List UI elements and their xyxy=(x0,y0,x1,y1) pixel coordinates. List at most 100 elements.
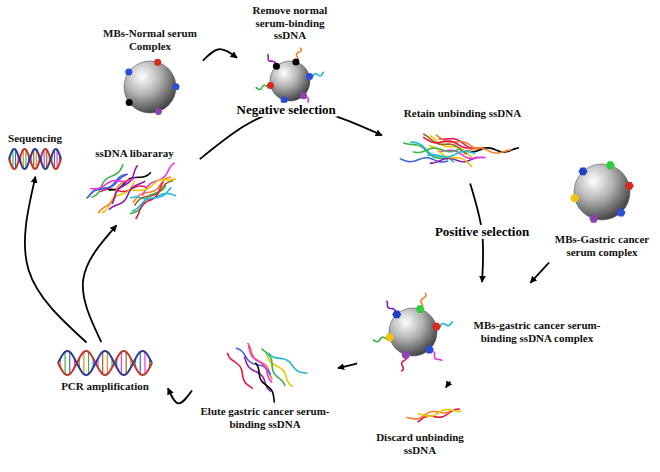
illustrated-step: Retain unbinding ssDNA xyxy=(385,105,540,181)
illustrated-step: Elute gastric cancer serum-binding ssDNA xyxy=(195,340,335,432)
step-illustration xyxy=(365,392,475,430)
ssdna-strand xyxy=(90,177,135,188)
step-illustration xyxy=(200,342,330,404)
base-pair xyxy=(102,352,103,374)
serum-protein xyxy=(172,83,179,90)
base-pair xyxy=(36,149,37,167)
base-pair xyxy=(12,149,13,167)
serum-protein xyxy=(392,310,401,318)
illustrated-step: MBs-gastric cancer serum-binding ssDNA c… xyxy=(360,285,610,379)
ssdna-strand xyxy=(427,151,475,157)
base-pair xyxy=(33,149,34,167)
magnetic-bead xyxy=(389,308,437,356)
magnetic-bead xyxy=(574,164,630,220)
cycle-arrow xyxy=(203,49,237,60)
step-illustration xyxy=(50,347,160,379)
step-illustration xyxy=(102,53,198,119)
base-pair xyxy=(121,352,122,374)
text-block: MBs-gastric cancer serum-binding ssDNA c… xyxy=(467,319,607,344)
serum-protein xyxy=(273,63,280,70)
base-pair xyxy=(64,352,65,374)
text-block: ssDNA libararay xyxy=(95,147,174,160)
dna-backbone xyxy=(9,149,61,169)
cycle-arrow xyxy=(83,225,117,342)
serum-protein xyxy=(306,73,313,80)
serum-protein xyxy=(292,58,299,65)
step-label: MBs-gastric cancer serum-binding ssDNA c… xyxy=(467,319,607,344)
illustrated-step: Discard unbinding ssDNA xyxy=(360,390,480,458)
text-block: Remove normal serum-binding ssDNA xyxy=(242,4,338,42)
step-label: Discard unbinding ssDNA xyxy=(362,431,478,456)
step-label: MBs-Gastric cancer serum complex xyxy=(550,233,654,258)
text-block: Sequencing xyxy=(8,132,62,145)
text-block: PCR amplification xyxy=(61,380,149,393)
serum-protein xyxy=(126,99,133,106)
base-pair xyxy=(107,352,108,374)
serum-protein xyxy=(125,69,132,76)
step-label: Elute gastric cancer serum-binding ssDNA xyxy=(197,405,333,430)
illustrated-step: MBs-Normal serum Complex xyxy=(100,25,200,121)
serum-protein xyxy=(425,346,434,354)
base-pair xyxy=(15,149,16,167)
step-illustration xyxy=(388,121,538,179)
illustrated-step: ssDNA libararay xyxy=(72,145,197,223)
base-pair xyxy=(46,149,47,167)
base-pair xyxy=(144,352,145,374)
base-pair xyxy=(25,149,26,167)
serum-protein xyxy=(617,209,626,217)
serum-protein xyxy=(385,333,394,341)
step-illustration xyxy=(6,146,64,172)
serum-protein xyxy=(578,168,587,176)
selection-step-label: Positive selection xyxy=(433,225,531,239)
base-pair xyxy=(140,352,141,374)
serum-protein xyxy=(300,92,307,99)
illustrated-step: PCR amplification xyxy=(45,345,165,395)
base-pair xyxy=(83,352,84,374)
step-label: ssDNA libararay xyxy=(95,147,174,160)
illustrated-step: Remove normal serum-binding ssDNA xyxy=(240,2,340,119)
serum-protein xyxy=(570,194,579,202)
ssdna-strand xyxy=(255,363,274,403)
ssdna-strand xyxy=(413,148,461,153)
serum-protein xyxy=(589,215,598,223)
base-pair xyxy=(56,149,57,167)
ssdna-strand xyxy=(227,353,253,389)
ssdna-strand xyxy=(112,165,138,204)
base-pair xyxy=(23,149,24,167)
step-illustration xyxy=(363,287,463,377)
ssdna-strand xyxy=(418,410,462,417)
illustrated-step: Sequencing xyxy=(3,130,67,174)
cycle-arrow xyxy=(446,381,450,387)
illustrated-step: MBs-Gastric cancer serum complex xyxy=(548,150,656,260)
base-pair xyxy=(126,352,127,374)
text-block: Elute gastric cancer serum-binding ssDNA xyxy=(197,405,333,430)
serum-protein xyxy=(416,305,425,313)
serum-protein xyxy=(155,108,162,115)
step-label: PCR amplification xyxy=(61,380,149,393)
text-block: MBs-Normal serum Complex xyxy=(102,27,198,52)
cycle-arrow xyxy=(530,262,549,282)
magnetic-bead xyxy=(124,61,176,113)
serum-protein xyxy=(606,161,615,169)
base-pair xyxy=(54,149,55,167)
serum-protein xyxy=(432,323,441,331)
step-label: Retain unbinding ssDNA xyxy=(404,107,521,120)
step-label: Sequencing xyxy=(8,132,62,145)
base-pair xyxy=(43,149,44,167)
text-block: MBs-Gastric cancer serum complex xyxy=(550,233,654,258)
magnetic-bead xyxy=(270,61,310,101)
ssdna-strand xyxy=(88,174,128,197)
step-illustration xyxy=(552,152,652,232)
step-label: MBs-Normal serum Complex xyxy=(102,27,198,52)
text-block: Discard unbinding ssDNA xyxy=(362,431,478,456)
dna-backbone xyxy=(9,149,61,169)
base-pair xyxy=(88,352,89,374)
serum-protein xyxy=(154,59,161,66)
base-pair xyxy=(69,352,70,374)
dna-backbone xyxy=(58,351,152,375)
step-label: Remove normal serum-binding ssDNA xyxy=(242,4,338,42)
serum-protein xyxy=(625,182,634,190)
text-block: Retain unbinding ssDNA xyxy=(404,107,521,120)
step-illustration xyxy=(75,161,195,221)
